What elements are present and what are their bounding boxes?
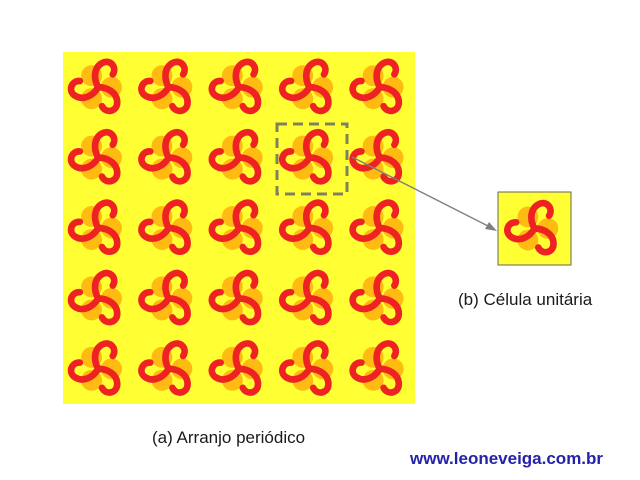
unit-cell-motif [504, 199, 559, 256]
triskelion-icon [67, 269, 122, 326]
triskelion-icon [349, 269, 404, 326]
triskelion-icon [67, 58, 122, 115]
arrow-right-icon [351, 156, 497, 231]
website-link[interactable]: www.leoneveiga.com.br [410, 449, 604, 468]
triskelion-icon [278, 199, 334, 255]
triskelion-icon [67, 128, 122, 185]
highlighted-unit-cell-box [275, 122, 349, 196]
triskelion-icon [138, 58, 193, 115]
triskelion-icon [208, 199, 263, 255]
triskelion-icon [278, 58, 334, 115]
triskelion-icon [67, 199, 122, 255]
triskelion-icon [278, 340, 334, 396]
triskelion-icon [349, 58, 404, 115]
triskelion-icon [208, 269, 263, 326]
triskelion-icon [349, 340, 404, 396]
triskelion-icon [138, 340, 193, 396]
caption-unit-cell: (b) Célula unitária [458, 290, 593, 309]
triskelion-icon [349, 128, 404, 185]
triskelion-icon [138, 199, 193, 255]
triskelion-icon [208, 58, 263, 115]
triskelion-icon [138, 128, 193, 185]
caption-periodic-arrangement: (a) Arranjo periódico [152, 428, 306, 447]
triskelion-icon [278, 128, 334, 185]
triskelion-icon [278, 269, 334, 326]
triskelion-icon [504, 199, 559, 256]
triskelion-icon [67, 340, 122, 396]
triskelion-icon [138, 269, 193, 326]
motif-grid [67, 58, 404, 396]
triskelion-icon [349, 199, 404, 255]
triskelion-icon [208, 128, 263, 185]
triskelion-icon [208, 340, 263, 396]
